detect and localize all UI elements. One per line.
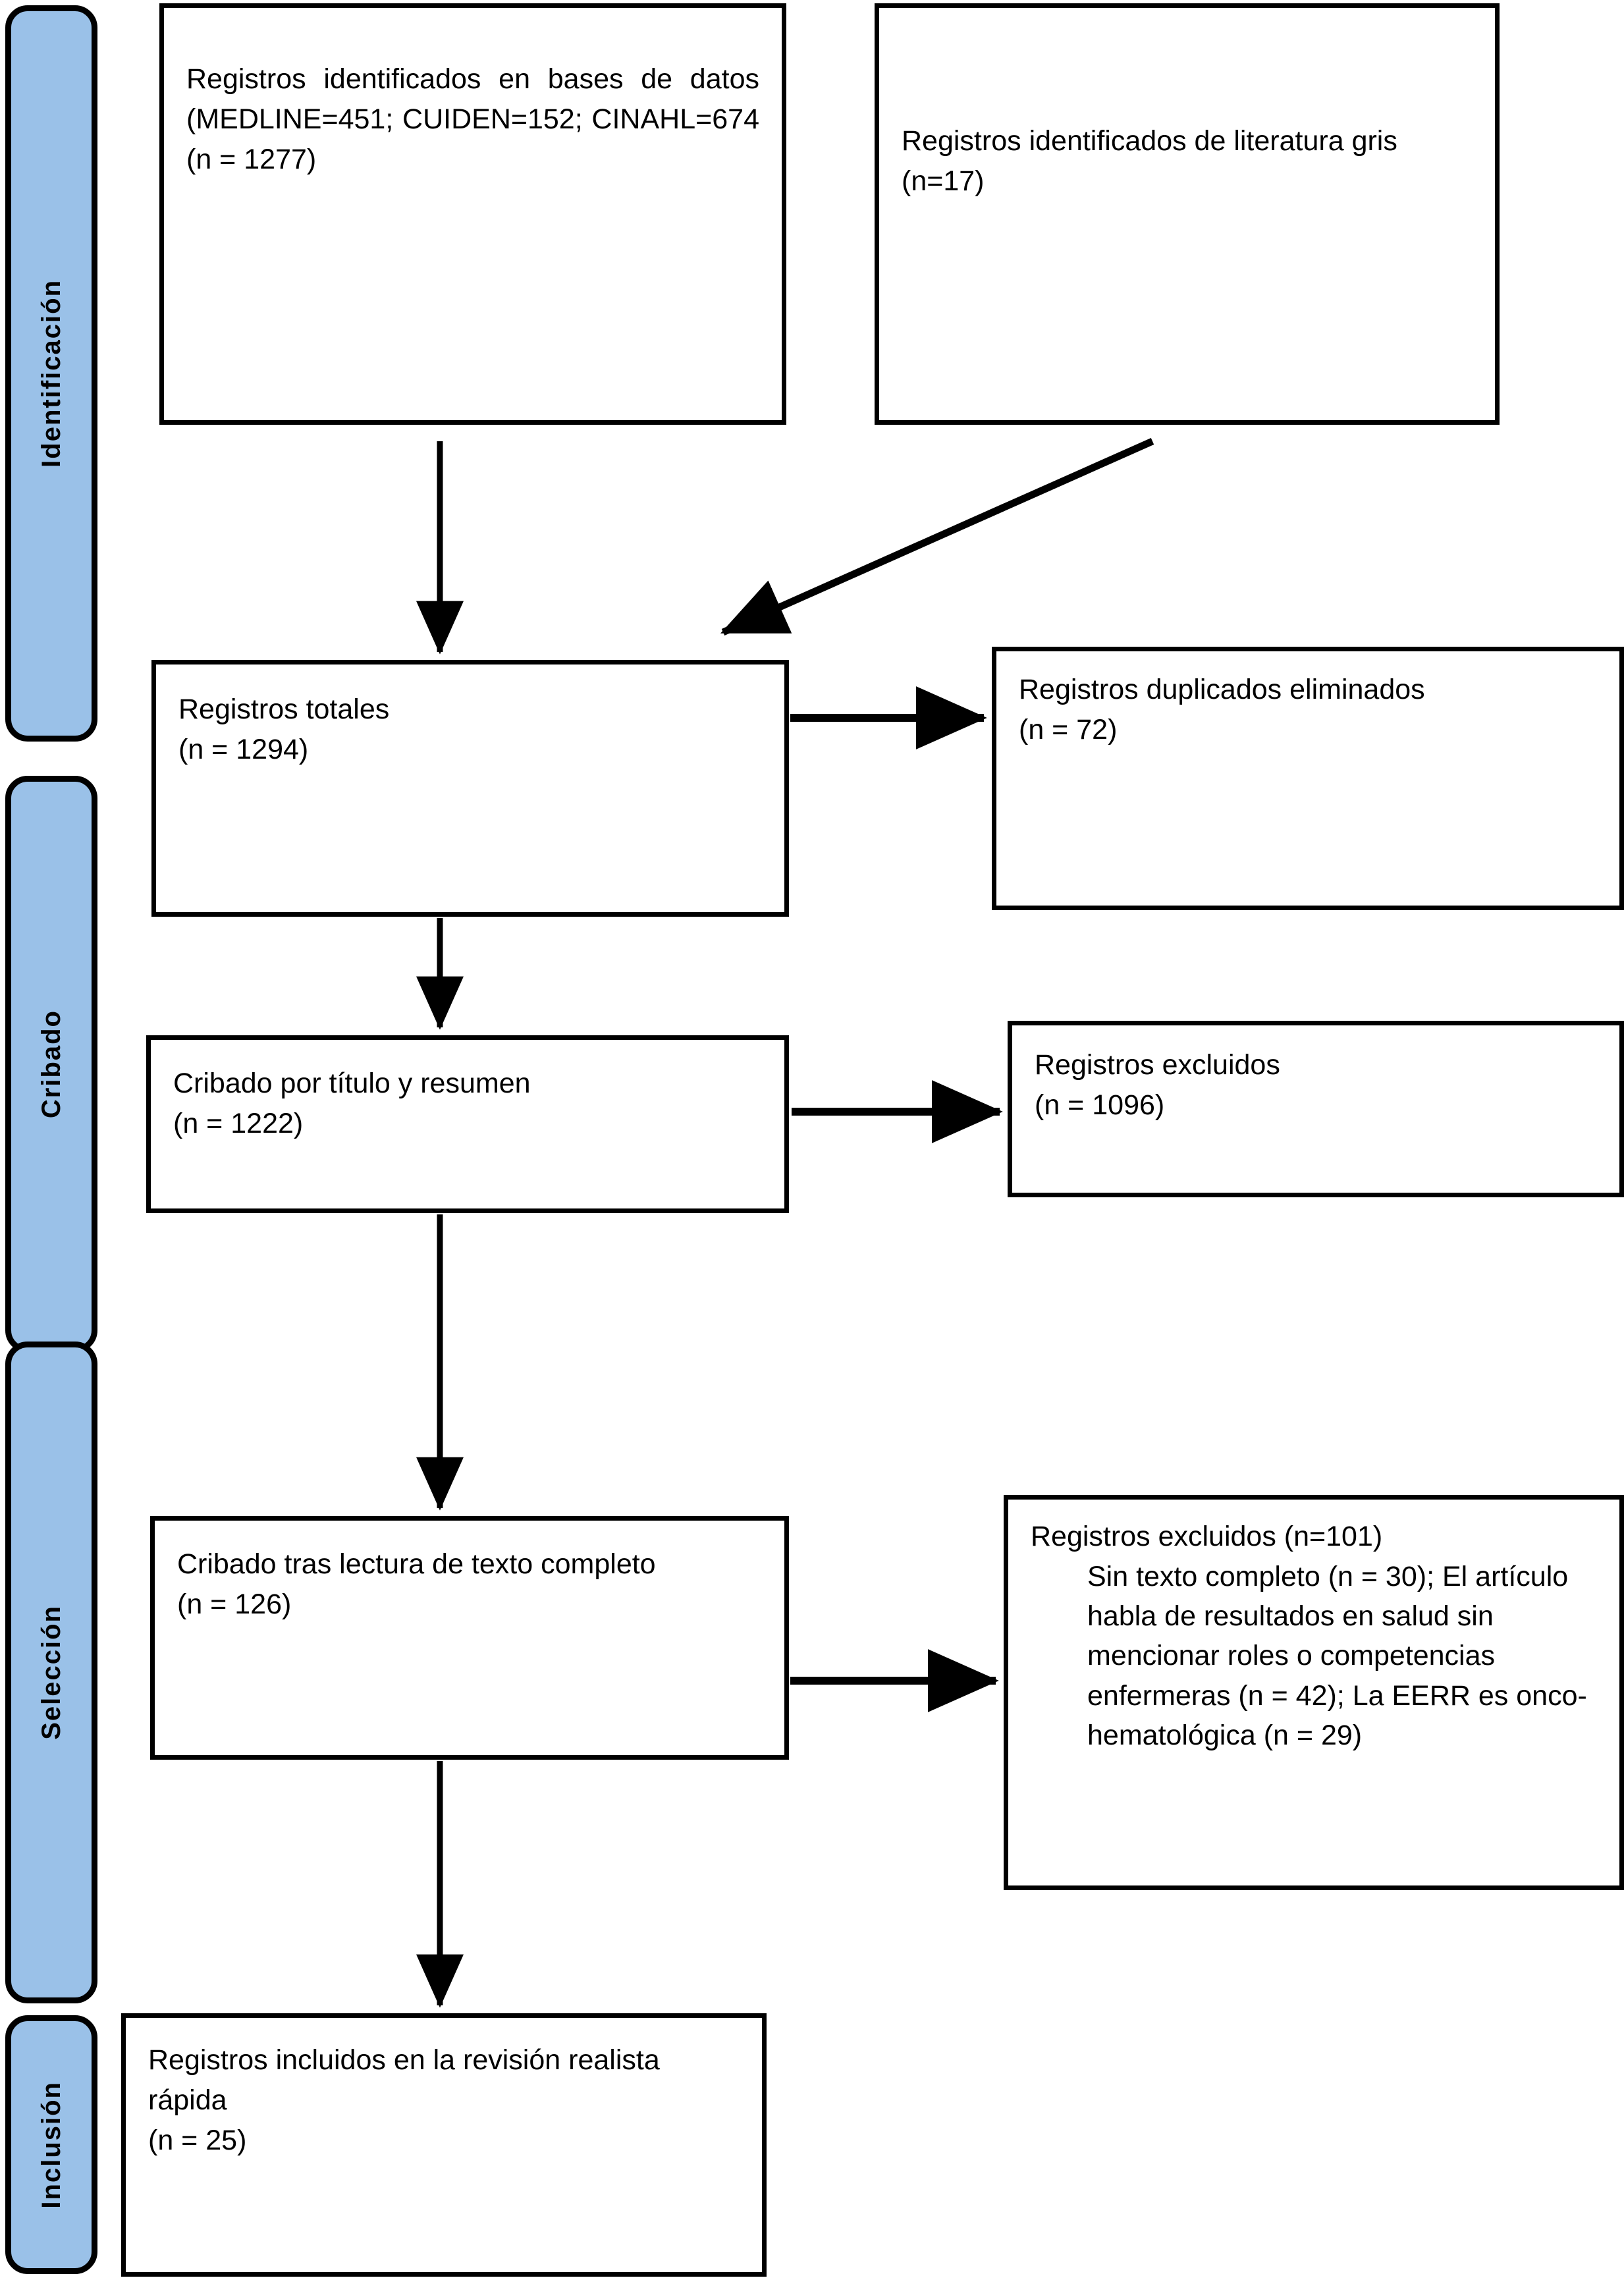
duplicates-removed-line1: Registros duplicados eliminados xyxy=(1019,674,1425,705)
included-line1: Registros incluidos en la revisión reali… xyxy=(148,2044,660,2117)
screened-full-text-line1: Cribado tras lectura de texto completo xyxy=(177,1548,656,1580)
total-records-line2: (n = 1294) xyxy=(178,734,309,766)
excluded-title-abstract-line2: (n = 1096) xyxy=(1035,1089,1165,1122)
box-excluded-title-abstract: Registros excluidos (n = 1096) xyxy=(1008,1021,1624,1197)
arrow-grey-literature-to-total xyxy=(720,437,1154,636)
box-identified-grey-literature: Registros identificados de literatura gr… xyxy=(875,3,1500,425)
box-excluded-full-text: Registros excluidos (n=101) Sin texto co… xyxy=(1004,1495,1624,1890)
box-included: Registros incluidos en la revisión reali… xyxy=(121,2013,767,2277)
total-records-line1: Registros totales xyxy=(178,693,390,725)
phase-label-cribado: Cribado xyxy=(37,1010,66,1119)
phase-tab-cribado: Cribado xyxy=(5,776,97,1353)
phase-tab-seleccion: Selección xyxy=(5,1342,97,2003)
phase-label-seleccion: Selección xyxy=(37,1605,66,1740)
excluded-full-text-reasons: Sin texto completo (n = 30); El artículo… xyxy=(1087,1561,1587,1751)
box-identified-databases: Registros identificados en bases de dato… xyxy=(159,3,786,425)
excluded-full-text-header: Registros excluidos (n=101) xyxy=(1031,1521,1383,1552)
box-duplicates-removed: Registros duplicados eliminados (n = 72) xyxy=(992,647,1624,910)
box-screened-full-text: Cribado tras lectura de texto completo (… xyxy=(150,1516,789,1760)
duplicates-removed-line2: (n = 72) xyxy=(1019,714,1118,746)
phase-label-inclusion: Inclusión xyxy=(37,2080,66,2209)
phase-tab-identificacion: Identificación xyxy=(5,5,97,742)
phase-tab-inclusion: Inclusión xyxy=(5,2015,97,2274)
identified-databases-text: Registros identificados en bases de dato… xyxy=(186,63,759,176)
phase-label-identificacion: Identificación xyxy=(37,279,66,468)
screened-title-abstract-line2: (n = 1222) xyxy=(173,1108,304,1140)
box-screened-title-abstract: Cribado por título y resumen (n = 1222) xyxy=(146,1035,789,1213)
box-total-records: Registros totales (n = 1294) xyxy=(151,660,789,917)
excluded-title-abstract-line1: Registros excluidos xyxy=(1035,1049,1280,1081)
identified-grey-literature-text: Registros identificados de literatura gr… xyxy=(902,125,1397,198)
screened-title-abstract-line1: Cribado por título y resumen xyxy=(173,1068,531,1099)
screened-full-text-line2: (n = 126) xyxy=(177,1588,292,1621)
included-line2: (n = 25) xyxy=(148,2125,247,2157)
